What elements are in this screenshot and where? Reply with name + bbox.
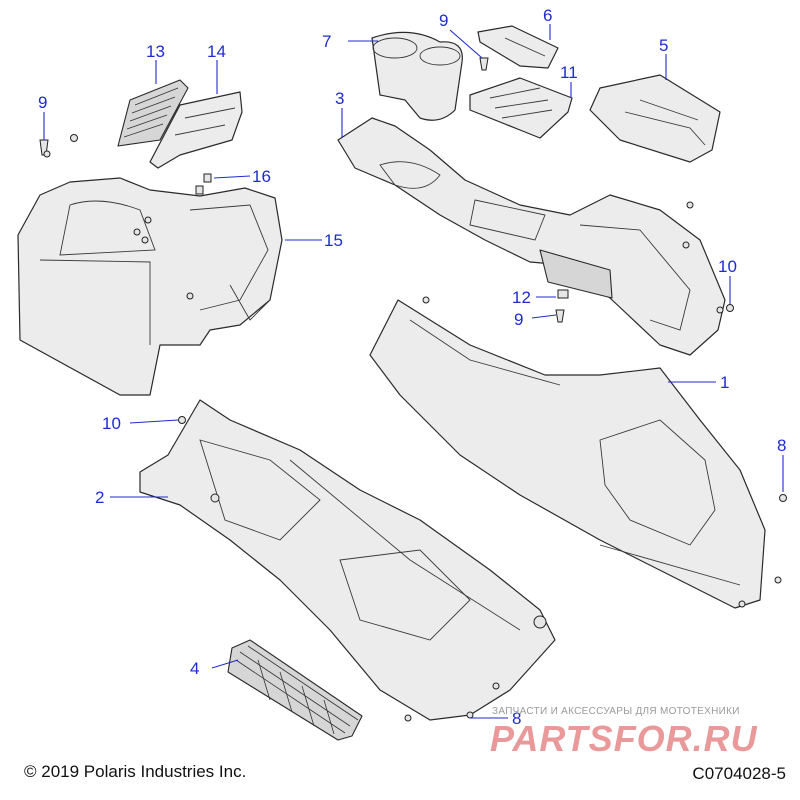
part-2-floor-panel xyxy=(139,399,556,721)
part-11-switch-panel xyxy=(469,77,573,139)
part-13-grille xyxy=(117,79,189,147)
watermark-subtitle: ЗАПЧАСТИ И АКСЕССУАРЫ ДЛЯ МОТОТЕХНИКИ xyxy=(492,706,740,717)
callout-11: 11 xyxy=(560,63,578,82)
callout-9: 9 xyxy=(38,93,47,112)
leader-lines xyxy=(43,24,784,719)
callout-9: 9 xyxy=(439,11,448,30)
callout-8: 8 xyxy=(512,709,521,728)
callout-8: 8 xyxy=(777,436,786,455)
part-14-bracket xyxy=(149,91,243,169)
callout-15: 15 xyxy=(324,231,343,250)
callout-10: 10 xyxy=(102,414,121,433)
part-3-console-frame xyxy=(337,117,726,356)
callout-14: 14 xyxy=(207,42,226,61)
callout-9: 9 xyxy=(514,310,523,329)
callout-6: 6 xyxy=(543,6,552,25)
part-6-trim-plate xyxy=(477,25,559,69)
callout-labels: 7 6 9 5 11 3 13 14 9 16 15 10 12 9 1 10 … xyxy=(38,6,786,728)
copyright-text: © 2019 Polaris Industries Inc. xyxy=(24,762,247,781)
diagram-code: C0704028-5 xyxy=(692,764,786,783)
callout-3: 3 xyxy=(335,89,344,108)
callout-1: 1 xyxy=(720,373,729,392)
watermark-logo: PARTSFOR.RU xyxy=(490,718,758,759)
callout-4: 4 xyxy=(190,659,199,678)
part-7-cup-holder xyxy=(371,31,463,121)
callout-13: 13 xyxy=(146,42,165,61)
callout-16: 16 xyxy=(252,167,271,186)
callout-7: 7 xyxy=(322,32,331,51)
callout-12: 12 xyxy=(512,288,531,307)
part-5-storage-bin xyxy=(589,74,721,163)
callout-5: 5 xyxy=(659,36,668,55)
callout-10: 10 xyxy=(718,257,737,276)
fasteners xyxy=(39,57,787,722)
callout-2: 2 xyxy=(95,488,104,507)
part-1-side-panel xyxy=(369,299,766,609)
part-4-lower-grille xyxy=(227,639,363,741)
part-15-rear-console xyxy=(17,177,283,396)
